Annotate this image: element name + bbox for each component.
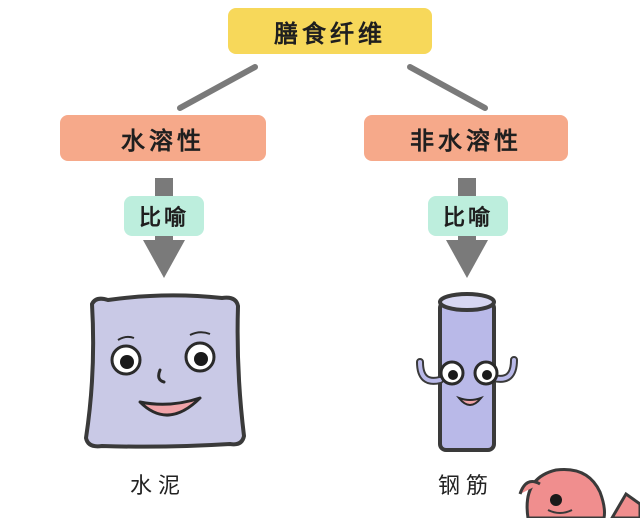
analogy-tag-left: 比喻 (124, 196, 204, 236)
category-insoluble: 非水溶性 (364, 115, 568, 161)
root-node: 膳食纤维 (228, 8, 432, 54)
analogy-tag-right: 比喻 (428, 196, 508, 236)
connector-right (407, 64, 488, 111)
cement-bag-icon (84, 293, 246, 449)
analogy-caption-steel: 钢筋 (438, 474, 495, 499)
connector-left (177, 64, 258, 111)
category-soluble: 水溶性 (60, 115, 266, 161)
dog-mascot-icon (518, 467, 640, 518)
steel-bar-icon (416, 292, 518, 452)
analogy-caption-cement: 水泥 (130, 474, 187, 499)
